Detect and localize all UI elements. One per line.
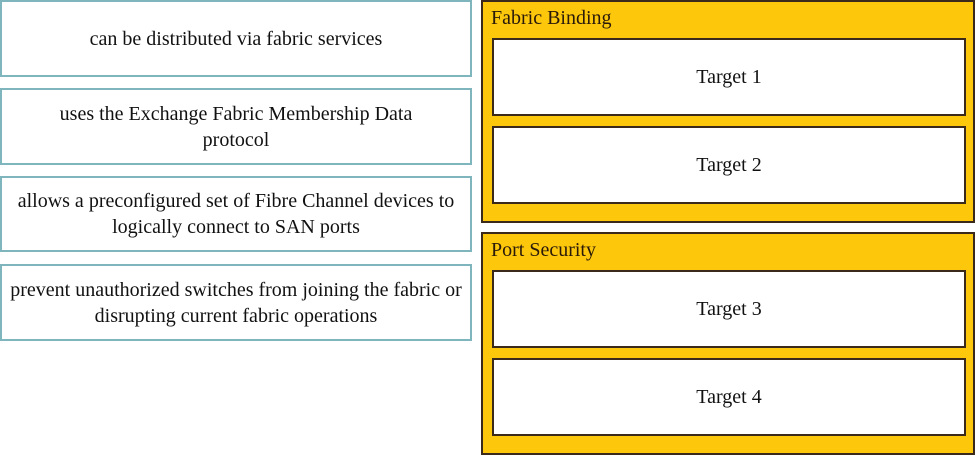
panel-title: Port Security — [491, 239, 596, 261]
drop-target-2[interactable]: Target 2 — [492, 126, 966, 204]
draggable-option-1[interactable]: can be distributed via fabric services — [0, 0, 472, 77]
drop-target-1[interactable]: Target 1 — [492, 38, 966, 116]
draggable-option-4[interactable]: prevent unauthorized switches from joini… — [0, 264, 472, 341]
draggable-option-3[interactable]: allows a preconfigured set of Fibre Chan… — [0, 176, 472, 252]
port-security-panel: Port Security Target 3 Target 4 — [481, 232, 975, 455]
drop-target-4[interactable]: Target 4 — [492, 358, 966, 436]
draggable-option-2[interactable]: uses the Exchange Fabric Membership Data… — [0, 88, 472, 165]
panel-title: Fabric Binding — [491, 7, 612, 29]
drop-target-3[interactable]: Target 3 — [492, 270, 966, 348]
fabric-binding-panel: Fabric Binding Target 1 Target 2 — [481, 0, 975, 223]
